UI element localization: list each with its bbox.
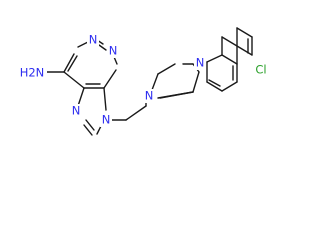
bond <box>157 63 176 75</box>
molecule-diagram: H2N N N N N N N Cl <box>17 27 272 136</box>
imidazole-n9-label: N <box>102 113 111 127</box>
bond <box>221 81 238 92</box>
bond <box>85 119 95 131</box>
bond <box>236 27 253 38</box>
chlorine-label: Cl <box>255 63 266 77</box>
bond <box>192 71 200 93</box>
piperazine-n-aryl-label: N <box>196 56 205 70</box>
imidazole-n7-label: N <box>72 104 81 118</box>
bond <box>63 53 75 73</box>
bond <box>98 44 107 51</box>
structure-drawing: H2N N N N N N N Cl <box>17 27 272 136</box>
bond <box>103 69 117 89</box>
pyrimidine-n3-label: N <box>109 44 118 58</box>
bond-group <box>45 27 253 136</box>
amine-label: H2N <box>20 66 45 80</box>
bond <box>206 81 223 92</box>
piperazine-n-label: N <box>145 89 154 103</box>
atom-label-group: H2N N N N N N N Cl <box>17 33 272 127</box>
bond <box>63 71 85 89</box>
bond <box>208 79 221 87</box>
bond <box>83 124 93 136</box>
bond <box>206 54 223 63</box>
bond <box>151 73 159 91</box>
bond <box>103 87 107 111</box>
bond <box>125 105 147 121</box>
bond <box>67 55 78 72</box>
bond <box>157 91 194 99</box>
bond <box>221 54 238 65</box>
bond <box>77 87 85 107</box>
bond <box>77 41 89 48</box>
pyrimidine-n1-label: N <box>89 33 98 47</box>
